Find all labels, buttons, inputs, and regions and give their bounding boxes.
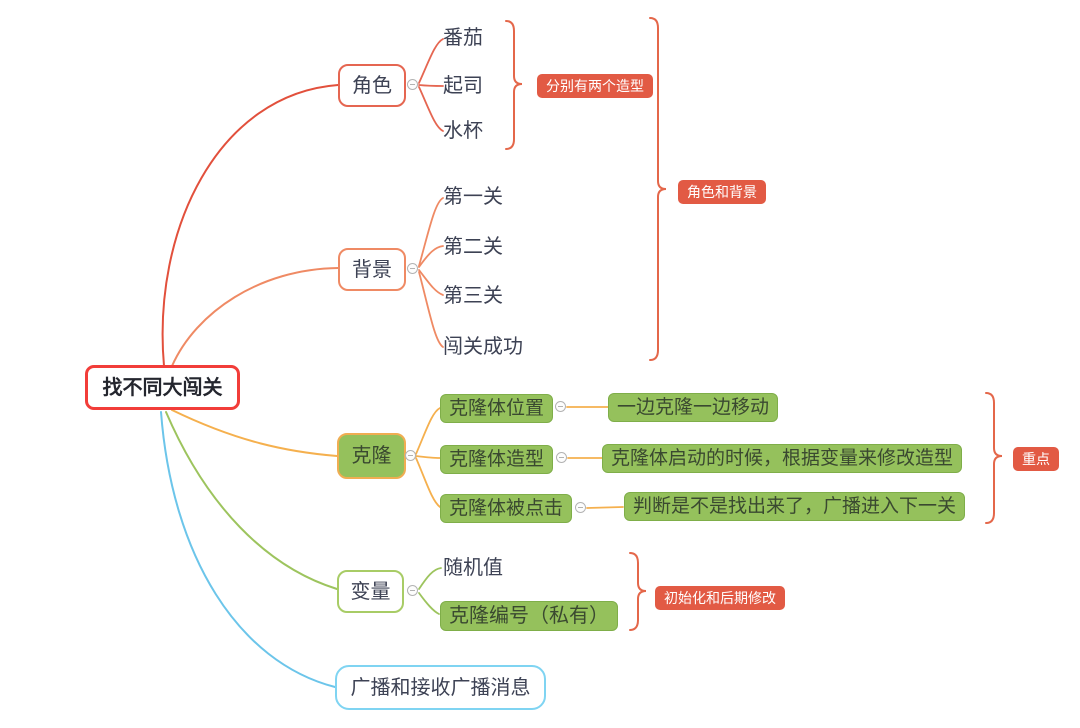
brace-clone-children	[985, 392, 1003, 524]
connector-var-cloneid	[418, 592, 440, 615]
connector-root-broadcast	[160, 411, 336, 688]
connector-role-tomato	[418, 38, 444, 84]
brace-role-children	[505, 20, 523, 150]
branch-variable-node[interactable]: 变量	[337, 570, 404, 613]
badge-init-and-modify[interactable]: 初始化和后期修改	[655, 586, 785, 610]
clone-child-costume[interactable]: 克隆体造型	[440, 445, 554, 474]
connector-role-cup	[418, 86, 444, 132]
brace-variable-children	[629, 552, 647, 631]
connector-clone-clicked	[415, 457, 441, 508]
connector-clone-costume	[415, 455, 441, 459]
background-child-success[interactable]: 闯关成功	[443, 336, 523, 358]
connector-root-role	[161, 84, 339, 367]
branch-background-node[interactable]: 背景	[338, 248, 406, 291]
connector-bg-success	[418, 271, 444, 348]
badge-role-and-background[interactable]: 角色和背景	[678, 180, 766, 204]
collapse-toggle-icon[interactable]	[575, 502, 586, 513]
role-child-cup[interactable]: 水杯	[443, 120, 483, 142]
variable-child-clone-id[interactable]: 克隆编号（私有）	[440, 601, 618, 631]
collapse-toggle-icon[interactable]	[556, 452, 567, 463]
collapse-toggle-icon[interactable]	[407, 263, 418, 274]
clone-child-position[interactable]: 克隆体位置	[440, 394, 554, 423]
branch-broadcast-node[interactable]: 广播和接收广播消息	[335, 665, 546, 710]
connector-root-clone	[171, 409, 338, 457]
connector-var-random	[418, 567, 442, 590]
connector-bg-level3	[418, 269, 444, 296]
clone-detail-costume-change[interactable]: 克隆体启动的时候，根据变量来修改造型	[602, 444, 963, 473]
collapse-toggle-icon[interactable]	[555, 401, 566, 412]
connector-role-cheese	[418, 84, 444, 87]
badge-two-costumes[interactable]: 分别有两个造型	[537, 74, 653, 98]
connector-bg-level2	[418, 245, 444, 268]
clone-detail-move[interactable]: 一边克隆一边移动	[608, 393, 779, 422]
connector-bg-level1	[418, 197, 444, 267]
connector-clicked-detail	[586, 506, 624, 509]
brace-role-and-background	[649, 17, 667, 361]
collapse-toggle-icon[interactable]	[407, 585, 418, 596]
role-child-cheese[interactable]: 起司	[443, 75, 483, 97]
connector-root-background	[171, 267, 339, 367]
background-child-level3[interactable]: 第三关	[443, 285, 503, 307]
collapse-toggle-icon[interactable]	[405, 450, 416, 461]
root-node[interactable]: 找不同大闯关	[85, 365, 240, 410]
variable-child-random[interactable]: 随机值	[443, 557, 503, 579]
clone-detail-judge-broadcast[interactable]: 判断是不是找出来了，广播进入下一关	[624, 492, 966, 521]
connector-clone-position	[415, 407, 441, 455]
branch-role-node[interactable]: 角色	[338, 64, 406, 107]
role-child-tomato[interactable]: 番茄	[443, 27, 483, 49]
branch-clone-node[interactable]: 克隆	[337, 433, 406, 479]
background-child-level2[interactable]: 第二关	[443, 236, 503, 258]
clone-child-clicked[interactable]: 克隆体被点击	[440, 494, 573, 523]
collapse-toggle-icon[interactable]	[407, 79, 418, 90]
background-child-level1[interactable]: 第一关	[443, 186, 503, 208]
connector-root-variable	[165, 411, 338, 590]
badge-key-point[interactable]: 重点	[1013, 447, 1059, 471]
